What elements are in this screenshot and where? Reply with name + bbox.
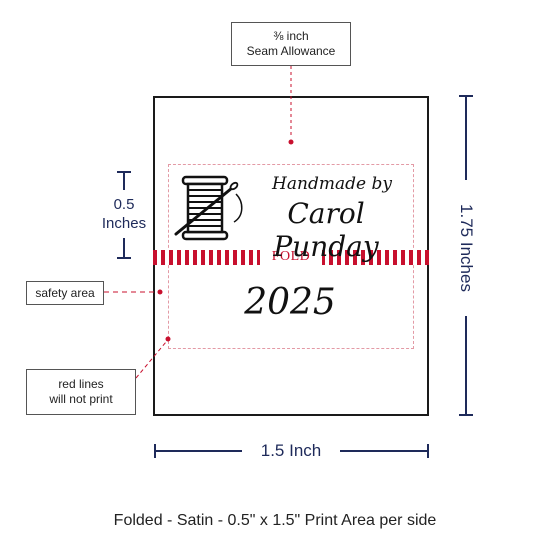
seam-allowance-measure: ⅜ inch (273, 29, 309, 43)
year-text: 2025 (244, 282, 336, 323)
maker-name-text: Carol Punday (273, 197, 379, 263)
fold-label: FOLD (260, 247, 322, 267)
half-inch-unit: Inches (101, 215, 147, 232)
safety-area-callout: safety area (26, 281, 104, 305)
red-lines-text-1: red lines (58, 377, 104, 391)
seam-allowance-callout: ⅜ inch Seam Allowance (231, 22, 351, 66)
redlines-leader-line (135, 341, 167, 379)
width-dimension-text: 1.5 Inch (260, 441, 322, 460)
seam-leader-dot (288, 139, 294, 145)
seam-allowance-text: Seam Allowance (246, 44, 336, 58)
redlines-leader-dot (165, 336, 171, 342)
thread-spool-icon (174, 175, 243, 241)
half-inch-value: 0.5 (113, 196, 135, 213)
handmade-by-text: Handmade by (272, 174, 392, 194)
height-dimension-text: 1.75 Inches (457, 204, 476, 292)
red-lines-text-2: will not print (49, 392, 113, 406)
product-caption: Folded - Satin - 0.5" x 1.5" Print Area … (113, 512, 437, 529)
red-lines-callout: red lines will not print (26, 369, 136, 415)
safety-leader-dot (157, 289, 163, 295)
